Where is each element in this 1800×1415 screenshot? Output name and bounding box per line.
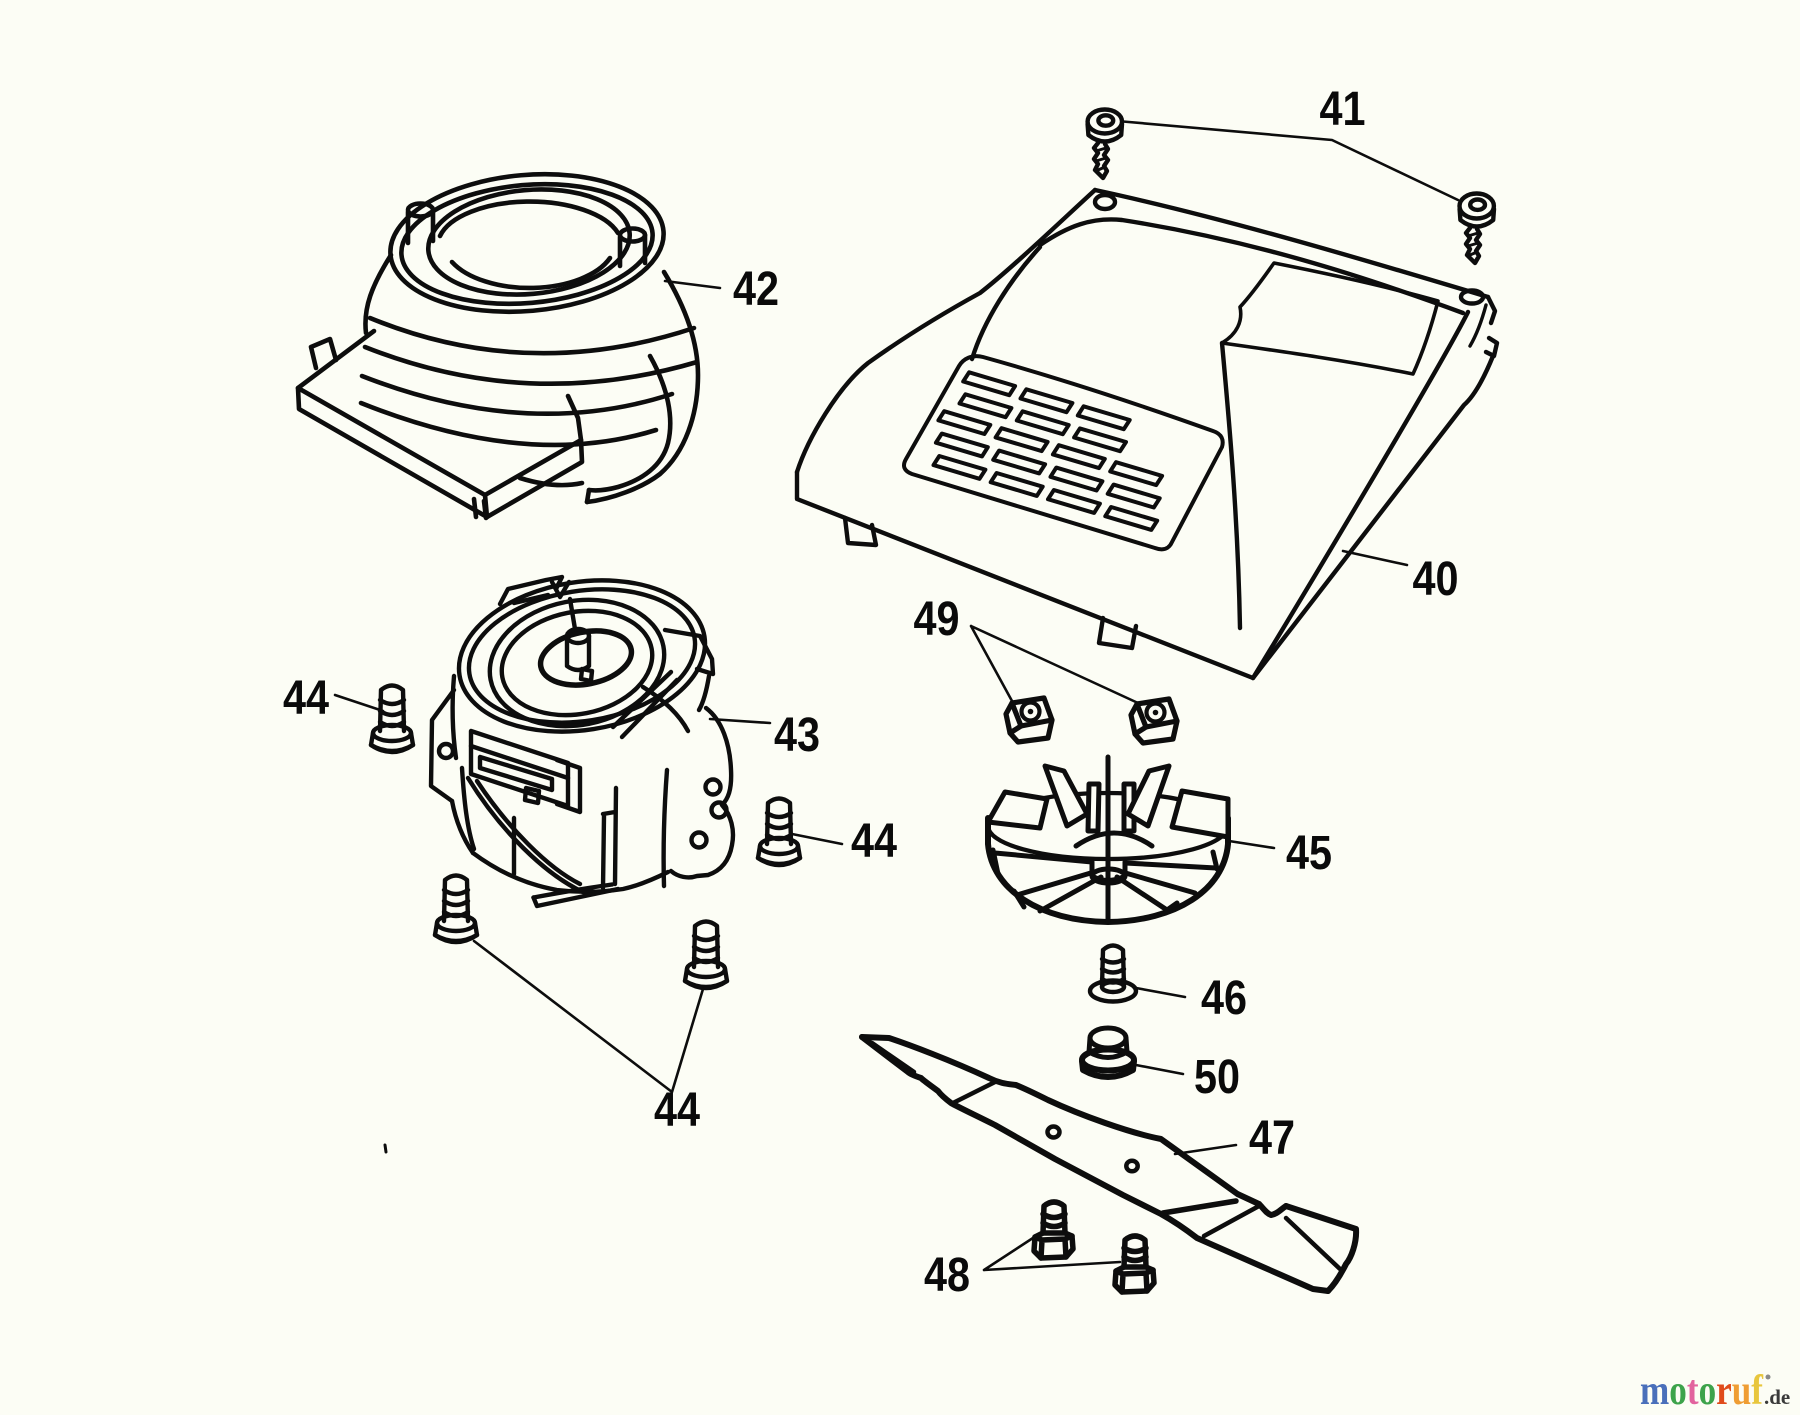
svg-text:49: 49 (914, 593, 960, 646)
svg-text:motoruf: motoruf (1640, 1368, 1764, 1414)
svg-text:43: 43 (774, 709, 820, 762)
svg-text:41: 41 (1320, 83, 1366, 136)
svg-text:40: 40 (1413, 553, 1459, 606)
svg-text:45: 45 (1286, 827, 1332, 880)
svg-text:46: 46 (1201, 972, 1247, 1025)
svg-text:50: 50 (1194, 1051, 1240, 1104)
svg-text:47: 47 (1249, 1112, 1295, 1165)
svg-text:44: 44 (283, 672, 329, 725)
svg-text:44: 44 (654, 1084, 700, 1137)
svg-text:44: 44 (851, 815, 897, 868)
svg-text:48: 48 (924, 1249, 970, 1302)
svg-text:42: 42 (733, 263, 779, 316)
svg-text:.de: .de (1764, 1385, 1790, 1409)
